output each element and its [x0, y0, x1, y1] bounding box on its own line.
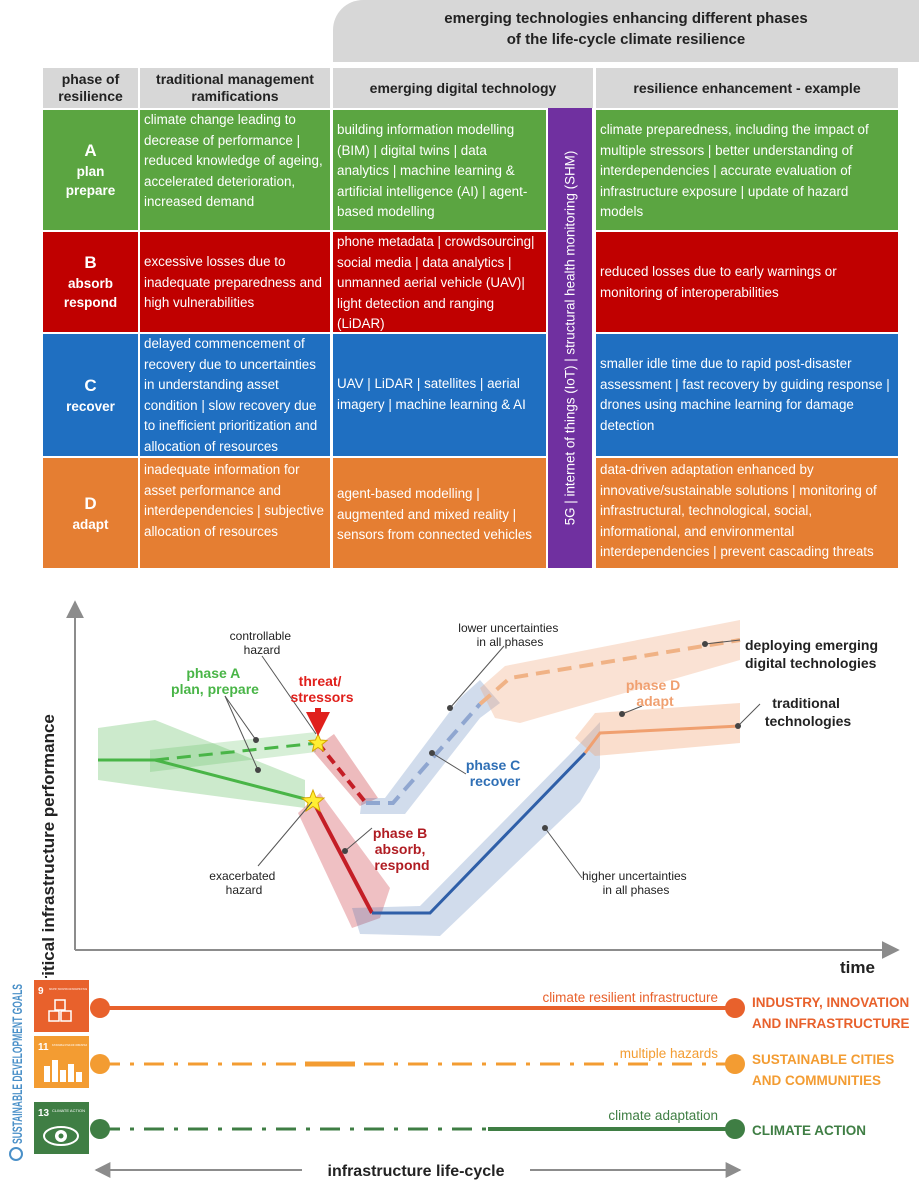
sdg13-eye-icon [43, 1126, 79, 1146]
top-banner: emerging technologies enhancing differen… [333, 0, 919, 62]
sdg9-small-label: INDUSTRY, INNOVATION AND INFRASTRUCTURE [49, 987, 87, 991]
line-emerging-green [154, 741, 319, 762]
band-emerging-blue [360, 680, 500, 814]
phase-name: adapt [72, 516, 109, 532]
line-emerging-blue [366, 702, 482, 805]
line-traditional-red [311, 800, 374, 914]
line-emerging-orange [478, 638, 741, 706]
label-threat-stressors: threat/ stressors [290, 673, 353, 705]
header-enhancement: resilience enhancement - example [596, 68, 898, 108]
label-phase-c: phase C recover [466, 757, 524, 789]
phase-letter: C [84, 375, 97, 395]
sdg9-number: 9 [38, 986, 44, 997]
phase-c-emerging: UAV | LiDAR | satellites | aerial imager… [333, 334, 546, 456]
sdg11-line-label: multiple hazards [620, 1046, 719, 1061]
star-exacerbated-icon [300, 788, 326, 813]
sdg11-number: 11 [38, 1042, 49, 1053]
label-lower-uncertainties: lower uncertainties in all phases [458, 621, 561, 649]
header-traditional: traditional management ramifications [140, 68, 330, 108]
phase-b-enhancement: reduced losses due to early warnings or … [596, 232, 898, 332]
banner-line-1: emerging technologies enhancing differen… [444, 10, 808, 27]
label-deploying-emerging: deploying emerging digital technologies [745, 637, 882, 671]
sdg11-city-icon [44, 1060, 82, 1082]
sdg-vertical-logo: SUSTAINABLE DEVELOPMENT GOALS [9, 984, 25, 1144]
phase-name: respond [63, 295, 118, 310]
sdg9-line-label: climate resilient infrastructure [542, 990, 718, 1005]
phase-a-cell: A plan prepare [43, 110, 138, 230]
sdg11-end-dot [725, 1054, 745, 1074]
phase-b-traditional: excessive losses due to inadequate prepa… [140, 232, 330, 332]
label-traditional-technologies: traditional technologies [765, 695, 852, 729]
phase-d-emerging: agent-based modelling | augmented and mi… [333, 458, 546, 568]
phase-c-traditional: delayed commencement of recovery due to … [140, 334, 330, 456]
phase-name: recover [66, 398, 115, 414]
sdg9-cube-icon [48, 999, 72, 1022]
phase-d-enhancement: data-driven adaptation enhanced by innov… [596, 458, 898, 568]
phase-letter: D [84, 493, 97, 513]
x-axis-label: time [840, 958, 875, 977]
line-emerging-red [316, 741, 368, 805]
header-phase: phase of resilience [43, 68, 138, 108]
band-traditional-blue [352, 722, 600, 936]
band-emerging-orange [480, 620, 740, 723]
phase-name: prepare [65, 183, 116, 198]
phase-b-cell: B absorb respond [43, 232, 138, 332]
phase-name: plan [76, 164, 105, 179]
sdg13-start-dot [90, 1119, 110, 1139]
label-higher-uncertainties: higher uncertainties in all phases [582, 869, 690, 897]
phase-c-enhancement: smaller idle time due to rapid post-disa… [596, 334, 898, 456]
sdg13-goal-name: CLIMATE ACTION [752, 1123, 866, 1138]
label-phase-d: phase D adapt [626, 677, 684, 709]
phase-a-emerging: building information modelling (BIM) | d… [333, 110, 546, 230]
sdg13-end-dot [725, 1119, 745, 1139]
resilience-diagram: critical infrastructure performance time [39, 600, 900, 978]
band-emerging-red [312, 734, 378, 806]
phase-d-cell: D adapt [43, 458, 138, 568]
star-controllable-icon [307, 732, 329, 753]
sdg11-line-segment [305, 1061, 355, 1067]
connectivity-bar-label: 5G | internet of things (IoT) | structur… [562, 150, 578, 526]
sdg11-small-label: SUSTAINABLE CITIES AND COMMUNITIES [52, 1043, 87, 1047]
label-phase-b: phase B absorb, respond [373, 825, 431, 873]
banner-line-2: of the life-cycle climate resilience [506, 31, 746, 48]
phase-b-emerging: phone metadata | crowdsourcing| social m… [333, 232, 546, 332]
sdg13-small-label: CLIMATE ACTION [52, 1108, 85, 1113]
phase-a-traditional: climate change leading to decrease of pe… [140, 110, 330, 230]
phase-d-traditional: inadequate information for asset perform… [140, 458, 330, 568]
sdg13-line-label: climate adaptation [608, 1108, 718, 1123]
connectivity-bar: 5G | internet of things (IoT) | structur… [548, 108, 592, 568]
line-traditional-orange [583, 724, 741, 754]
sdg11-goal-name: SUSTAINABLE CITIES AND COMMUNITIES [752, 1052, 898, 1088]
line-traditional-blue [372, 751, 587, 915]
sdg13-number: 13 [38, 1108, 50, 1119]
sdg9-start-dot [90, 998, 110, 1018]
y-axis-label: critical infrastructure performance [39, 714, 58, 978]
sdg9-goal-name: INDUSTRY, INNOVATION AND INFRASTRUCTURE [752, 995, 913, 1031]
label-exacerbated-hazard: exacerbated hazard [209, 869, 278, 897]
label-controllable-hazard: controllable hazard [230, 629, 295, 657]
sdg9-end-dot [725, 998, 745, 1018]
sdg11-start-dot [90, 1054, 110, 1074]
phase-c-cell: C recover [43, 334, 138, 456]
sdg-section: SUSTAINABLE DEVELOPMENT GOALS 9 INDUSTRY… [9, 980, 913, 1180]
phase-letter: A [84, 141, 97, 160]
phase-a-enhancement: climate preparedness, including the impa… [596, 110, 898, 230]
sdg9-tile [34, 980, 89, 1032]
label-phase-a: phase A plan, prepare [171, 665, 259, 697]
phase-letter: B [84, 253, 97, 272]
lifecycle-label: infrastructure life-cycle [328, 1163, 505, 1180]
phase-name: absorb [67, 276, 113, 291]
un-emblem-icon [9, 1147, 23, 1161]
header-emerging: emerging digital technology [333, 68, 593, 108]
